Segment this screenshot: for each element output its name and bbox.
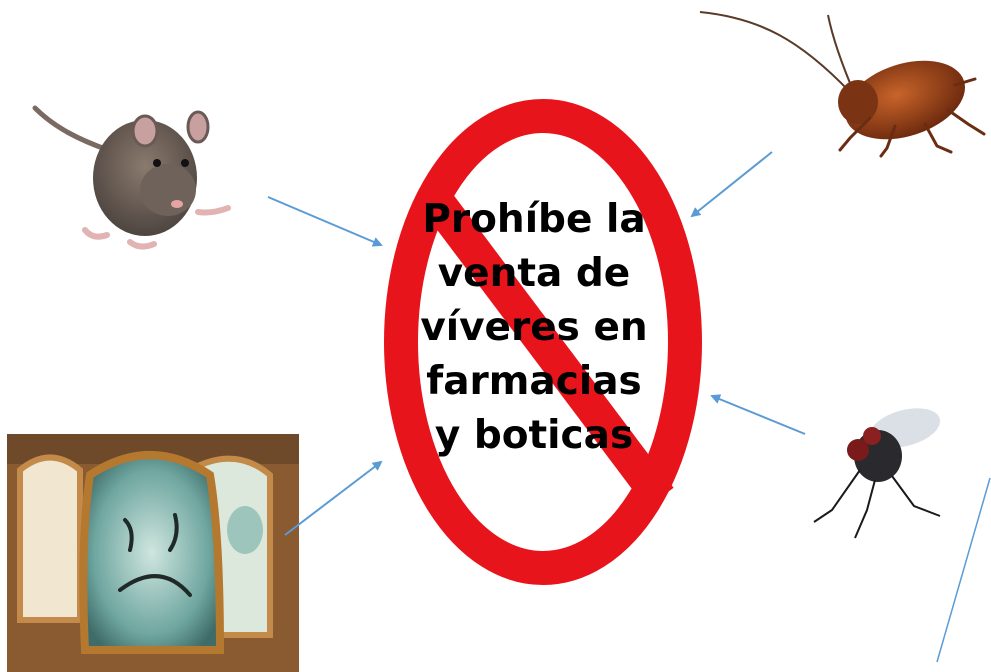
fly-photo: [813, 408, 941, 539]
caption-line-1: Prohíbe la: [422, 197, 646, 242]
rat-photo: [32, 105, 231, 250]
cockroach-photo: [699, 11, 986, 158]
caption-line-3: víveres en: [420, 305, 648, 350]
arrow-from-rat: [267, 196, 383, 247]
moldy-bread-photo: [7, 434, 299, 672]
stray-line: [936, 477, 991, 663]
prohibition-slash: [422, 189, 674, 509]
prohibition-caption: Prohíbe la venta de víveres en farmacias…: [420, 193, 648, 463]
prohibition-ring: [384, 99, 702, 585]
caption-line-4: farmacias: [426, 359, 642, 404]
prohibition-sign: [384, 99, 702, 585]
arrow-from-bread: [284, 460, 383, 536]
connector-arrows: [267, 151, 991, 663]
caption-line-2: venta de: [437, 251, 631, 296]
caption-line-5: y boticas: [434, 413, 634, 458]
arrow-from-cockroach: [690, 151, 773, 218]
arrow-from-fly: [710, 394, 806, 435]
